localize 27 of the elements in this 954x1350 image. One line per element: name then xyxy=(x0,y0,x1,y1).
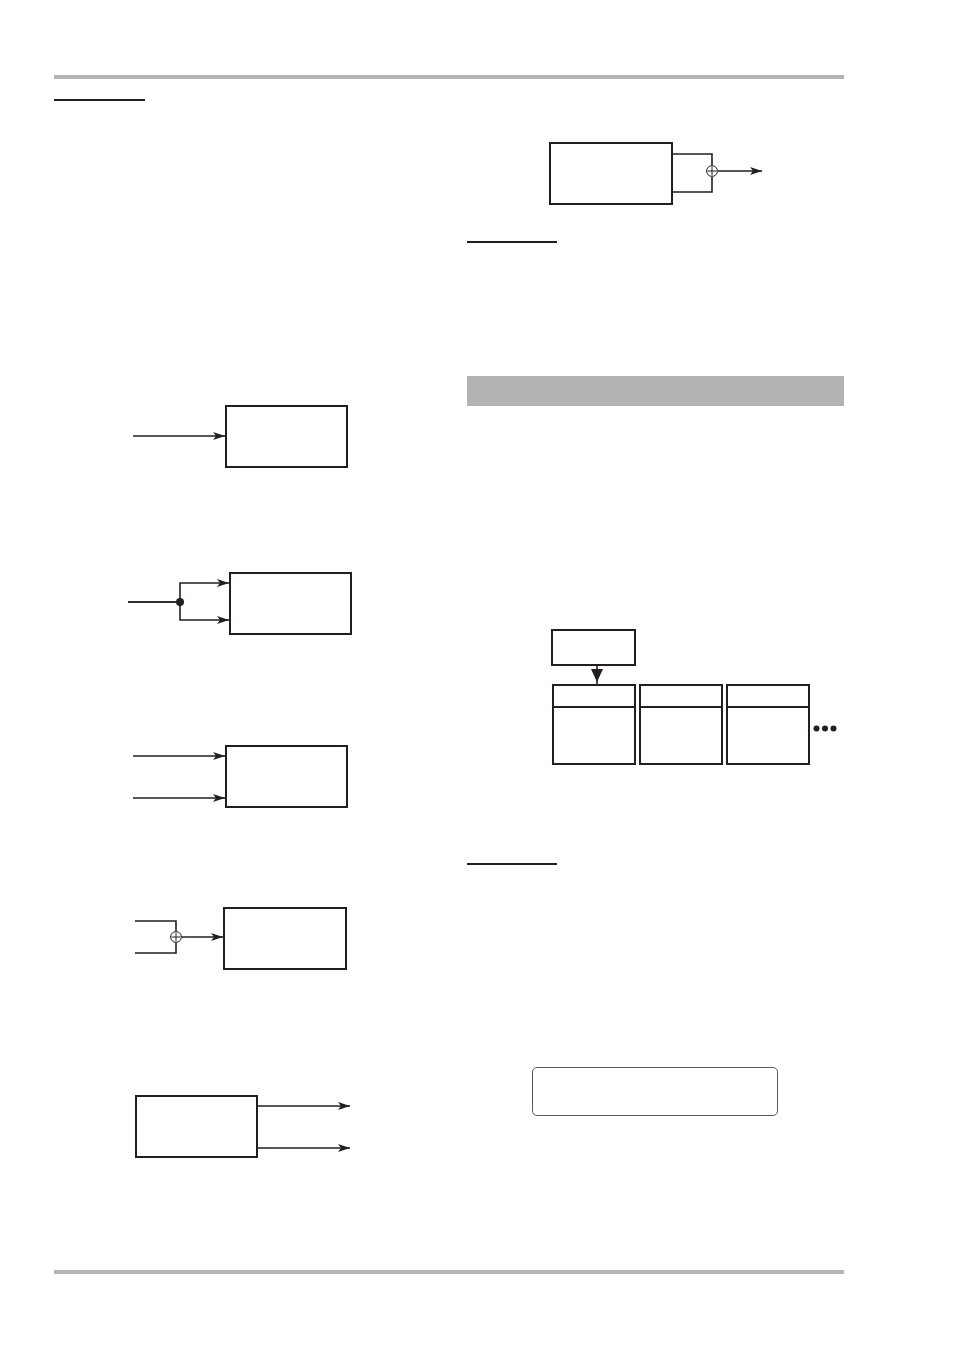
table-column xyxy=(726,684,810,765)
process-block xyxy=(223,907,347,970)
connector-line xyxy=(672,153,713,166)
process-block xyxy=(225,405,348,468)
connector-line xyxy=(134,942,177,954)
process-block xyxy=(225,745,348,808)
process-block xyxy=(551,629,636,666)
process-block xyxy=(135,1095,258,1158)
display-panel xyxy=(532,1067,778,1116)
process-block xyxy=(549,142,673,205)
arrow xyxy=(132,794,226,802)
arrow xyxy=(257,1144,351,1152)
arrow xyxy=(591,665,603,685)
connector-line xyxy=(134,920,177,932)
table-column xyxy=(552,684,636,765)
arrow xyxy=(181,933,224,941)
arrow xyxy=(132,752,226,760)
section-heading-bar xyxy=(467,376,844,406)
connector-line xyxy=(672,176,713,193)
arrow xyxy=(132,432,226,440)
arrow xyxy=(127,601,230,624)
process-block xyxy=(229,572,352,635)
arrow xyxy=(717,167,763,175)
arrow xyxy=(257,1102,351,1110)
summing-circle xyxy=(706,165,718,177)
table-column xyxy=(639,684,723,765)
summing-circle xyxy=(170,931,182,943)
